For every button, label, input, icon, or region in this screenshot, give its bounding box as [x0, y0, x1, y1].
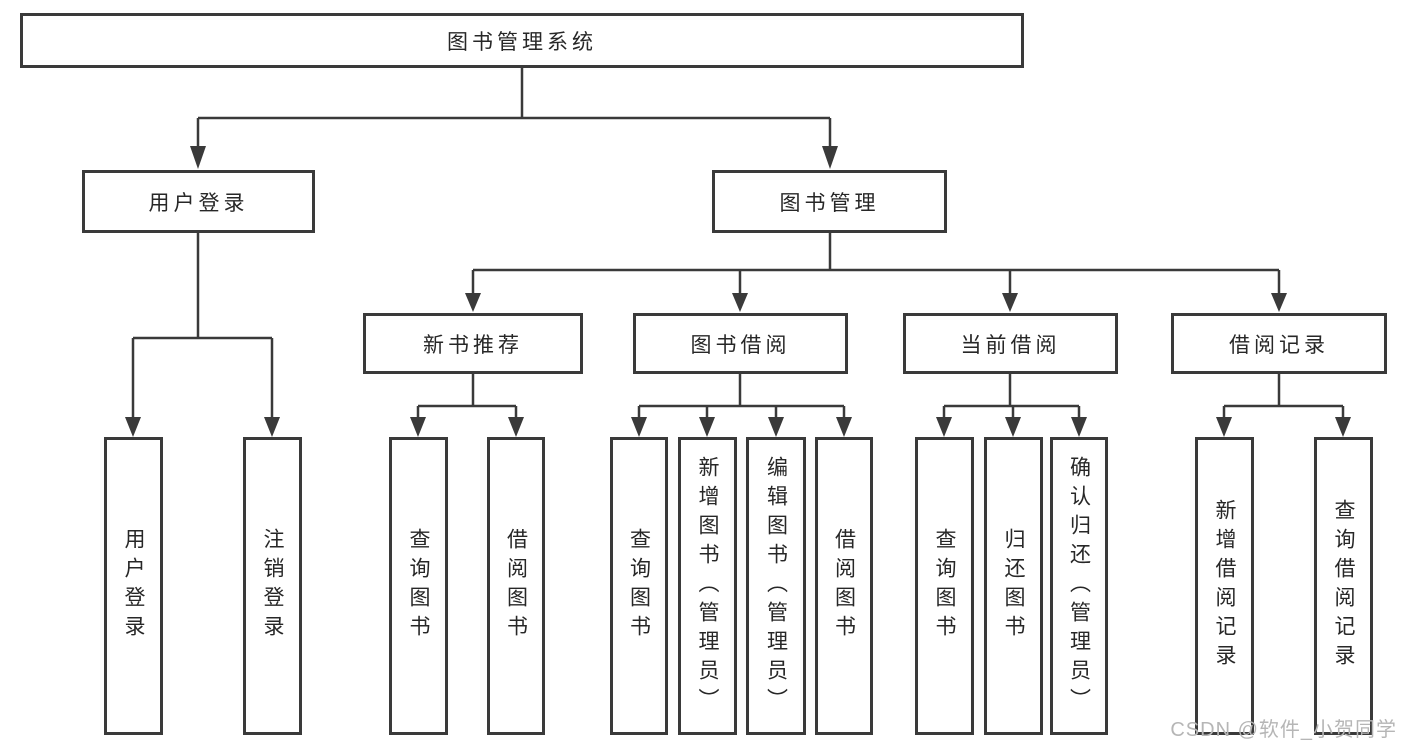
leaf-newbook-borrow-books: 借阅图书	[487, 437, 545, 735]
node-library-system: 图书管理系统	[20, 13, 1024, 68]
node-book-borrowing-label: 图书借阅	[690, 333, 791, 357]
leaf-newbook-borrow-books-label: 借阅图书	[504, 528, 528, 644]
leaf-current-return-books: 归还图书	[984, 437, 1043, 735]
leaf-borrowing-borrow-books: 借阅图书	[815, 437, 873, 735]
leaf-current-query-books-label: 查询图书	[933, 528, 957, 644]
leaf-user-login: 用户登录	[104, 437, 163, 735]
leaf-logout: 注销登录	[243, 437, 302, 735]
leaf-records-add-record: 新增借阅记录	[1195, 437, 1254, 735]
leaf-current-return-books-label: 归还图书	[1002, 528, 1026, 644]
node-current-borrowing: 当前借阅	[903, 313, 1118, 374]
node-new-book-recommend-label: 新书推荐	[423, 333, 523, 357]
node-library-system-label: 图书管理系统	[447, 30, 597, 54]
leaf-user-login-label: 用户登录	[122, 528, 146, 644]
leaf-current-confirm-return-admin-label: 确认归还（管理员）	[1067, 455, 1091, 717]
node-user-login: 用户登录	[82, 170, 315, 233]
leaf-borrowing-add-books-admin-label: 新增图书（管理员）	[696, 455, 720, 717]
leaf-borrowing-query-books: 查询图书	[610, 437, 668, 735]
node-book-borrowing: 图书借阅	[633, 313, 848, 374]
node-current-borrowing-label: 当前借阅	[960, 333, 1061, 357]
leaf-records-query-record: 查询借阅记录	[1314, 437, 1373, 735]
leaf-borrowing-add-books-admin: 新增图书（管理员）	[678, 437, 737, 735]
node-book-management-label: 图书管理	[779, 191, 880, 215]
leaf-logout-label: 注销登录	[261, 528, 285, 644]
leaf-borrowing-query-books-label: 查询图书	[627, 528, 651, 644]
node-borrow-records: 借阅记录	[1171, 313, 1387, 374]
leaf-current-query-books: 查询图书	[915, 437, 974, 735]
node-borrow-records-label: 借阅记录	[1229, 333, 1329, 357]
leaf-records-query-record-label: 查询借阅记录	[1332, 499, 1356, 673]
node-user-login-label: 用户登录	[148, 191, 249, 215]
leaf-records-add-record-label: 新增借阅记录	[1213, 499, 1237, 673]
leaf-borrowing-edit-books-admin: 编辑图书（管理员）	[746, 437, 806, 735]
watermark: CSDN @软件_小贺同学	[1170, 719, 1397, 741]
leaf-newbook-query-books-label: 查询图书	[407, 528, 431, 644]
leaf-newbook-query-books: 查询图书	[389, 437, 448, 735]
leaf-borrowing-edit-books-admin-label: 编辑图书（管理员）	[764, 455, 788, 717]
node-new-book-recommend: 新书推荐	[363, 313, 583, 374]
node-book-management: 图书管理	[712, 170, 947, 233]
leaf-current-confirm-return-admin: 确认归还（管理员）	[1050, 437, 1108, 735]
leaf-borrowing-borrow-books-label: 借阅图书	[832, 528, 856, 644]
